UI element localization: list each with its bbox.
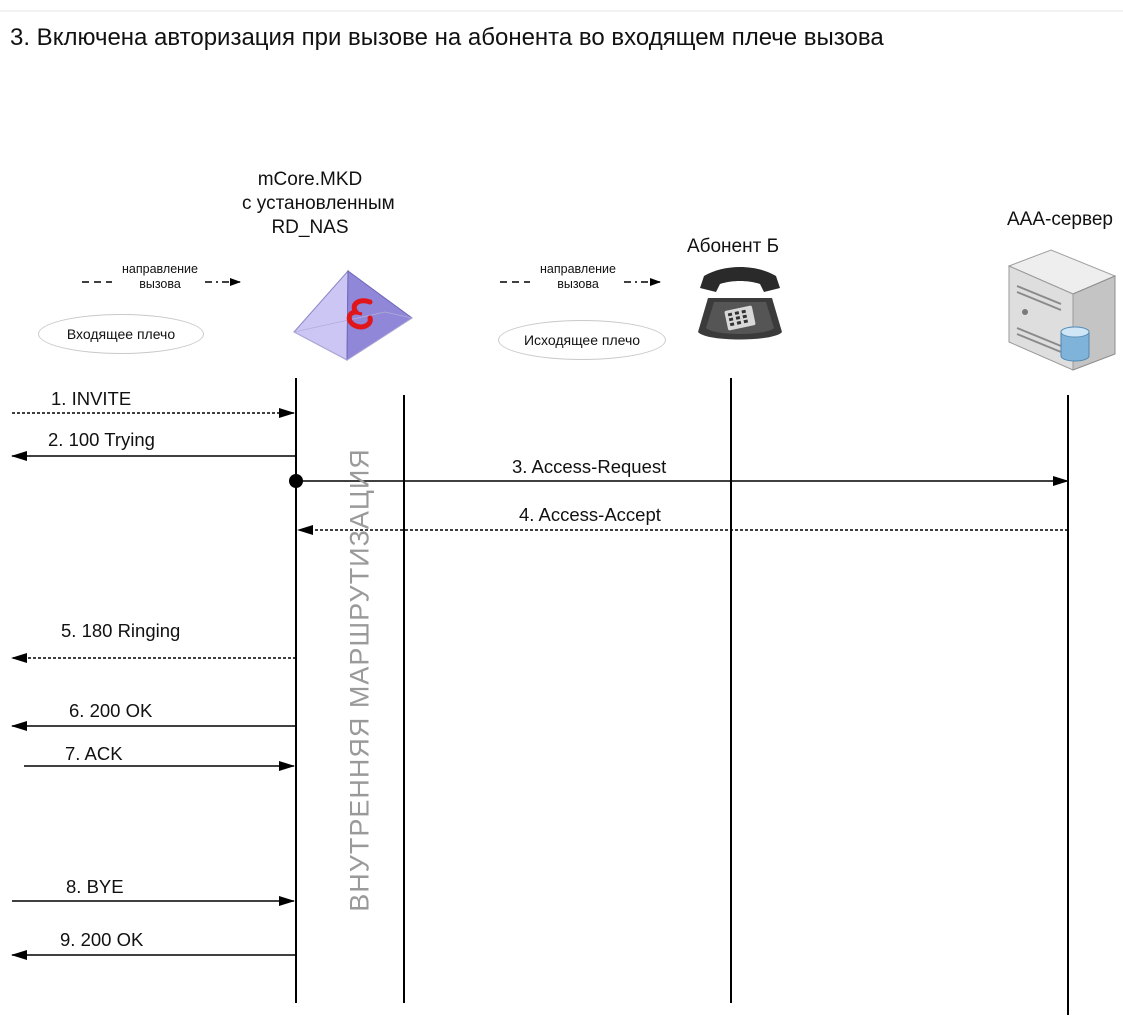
message-label-1: 1. INVITE [51, 388, 132, 409]
message-label-6: 6. 200 OK [69, 700, 153, 721]
direction-hint-outgoing-line-2: вызова [557, 277, 599, 291]
mcore-label-line-2: с установленным [242, 193, 395, 214]
mcore-pyramid-icon [292, 269, 414, 361]
direction-hint-incoming-line-2: вызова [139, 277, 181, 291]
message-label-9: 9. 200 OK [60, 929, 144, 950]
server-icon [1007, 249, 1117, 371]
internal-routing-box: ВНУТРЕННЯЯ МАРШРУТИЗАЦИЯ [340, 400, 380, 960]
subscriber-b-label: Абонент Б [686, 236, 780, 257]
message-label-7: 7. ACK [65, 743, 123, 764]
message-label-5: 5. 180 Ringing [61, 620, 181, 641]
message-label-3: 3. Access-Request [512, 456, 667, 477]
mcore-label-line-3: RD_NAS [271, 217, 349, 238]
mcore-label: mCore.MKD с установленным RD_NAS [242, 168, 395, 240]
outgoing-leg-oval: Исходящее плечо [498, 320, 666, 360]
telephone-icon [698, 267, 782, 340]
direction-hint-outgoing-line-1: направление [540, 262, 616, 276]
message-label-8: 8. BYE [66, 876, 124, 897]
message-label-4: 4. Access-Accept [519, 504, 661, 525]
message-label-2: 2. 100 Trying [48, 429, 155, 450]
incoming-leg-label: Входящее плечо [66, 326, 176, 342]
outgoing-leg-label: Исходящее плечо [523, 332, 641, 348]
internal-routing-label: ВНУТРЕННЯЯ МАРШРУТИЗАЦИЯ [344, 448, 375, 912]
page-title: 3. Включена авторизация при вызове на аб… [10, 24, 884, 51]
incoming-leg-oval: Входящее плечо [38, 314, 204, 354]
direction-hint-incoming: направление вызова [112, 262, 208, 292]
mcore-label-line-1: mCore.MKD [257, 169, 363, 190]
direction-hint-outgoing: направление вызова [530, 262, 626, 292]
aaa-server-label: AAA-сервер [1007, 209, 1113, 230]
direction-hint-incoming-line-1: направление [122, 262, 198, 276]
